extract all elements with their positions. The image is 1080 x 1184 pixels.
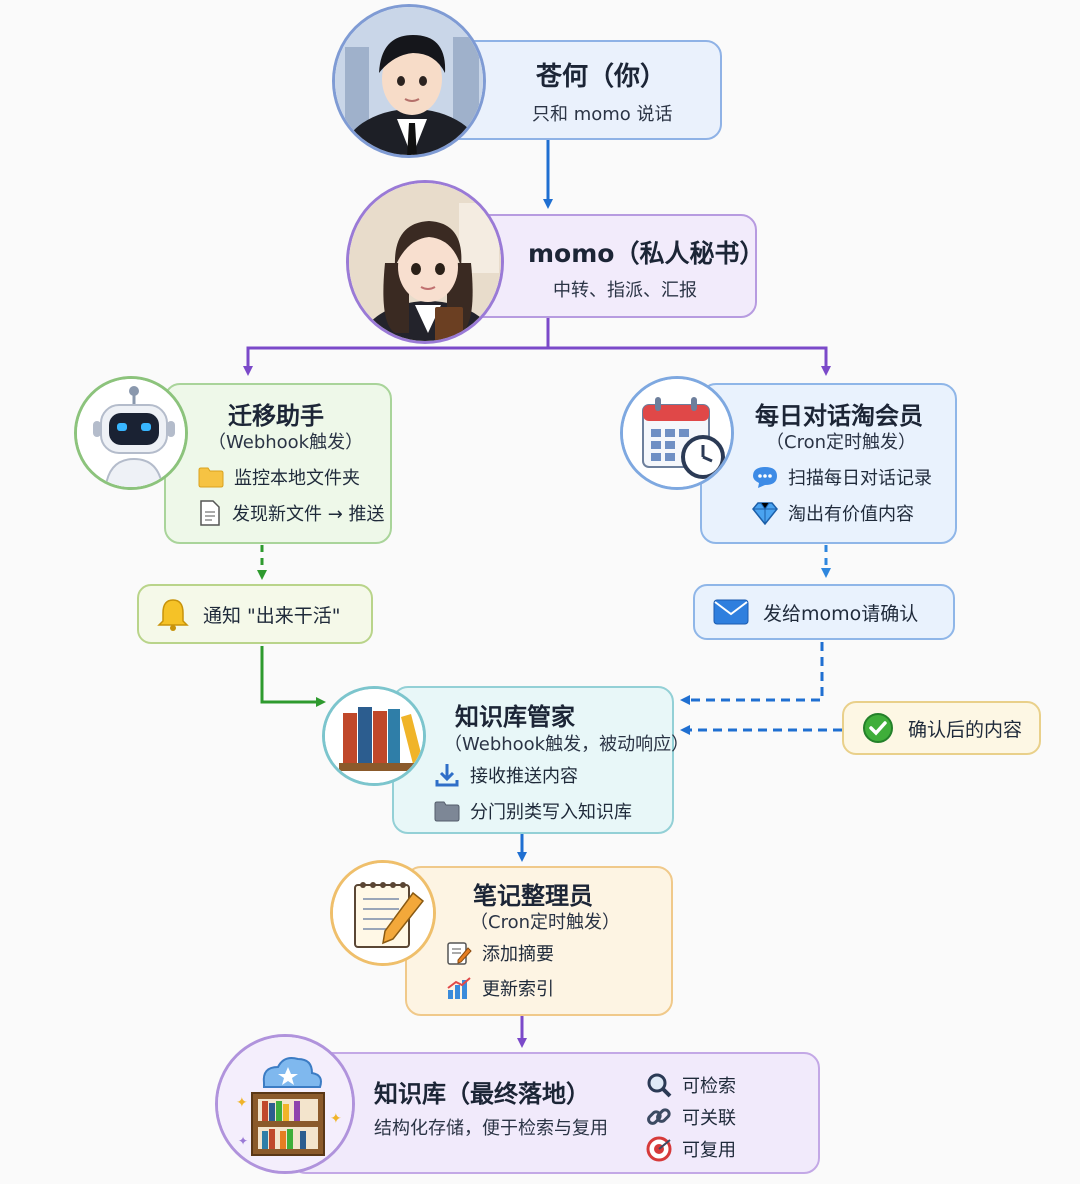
kb-manager-subtitle: （Webhook触发，被动响应） [444, 734, 690, 755]
migration-item-label: 监控本地文件夹 [234, 468, 360, 489]
kb-manager-item-label: 接收推送内容 [470, 766, 578, 787]
daily-item-scan: 扫描每日对话记录 [752, 464, 932, 490]
target-icon [646, 1136, 672, 1162]
kb-feature-label: 可关联 [682, 1108, 736, 1129]
momo-avatar [346, 180, 504, 344]
daily-avatar [620, 376, 734, 490]
notify-pill: 通知 "出来干活" [137, 584, 373, 644]
diamond-icon [752, 502, 778, 525]
send-momo-pill: 发给momo请确认 [693, 584, 955, 640]
folder-icon [434, 801, 460, 822]
kb-feature-reuse: 可复用 [646, 1136, 736, 1162]
user-title: 苍何（你） [536, 62, 667, 92]
chat-bubble-icon [753, 467, 777, 488]
arrow-notify-to-kbmanager [260, 646, 326, 707]
daily-node [700, 383, 957, 544]
migration-item-file: 发现新文件 → 推送 [198, 500, 385, 526]
svg-text:✦: ✦ [330, 1111, 342, 1127]
confirmed-label: 确认后的内容 [908, 718, 1023, 741]
migration-item-folder: 监控本地文件夹 [198, 464, 360, 490]
daily-subtitle: （Cron定时触发） [766, 432, 916, 453]
svg-text:✦: ✦ [238, 1134, 248, 1148]
calendar-clock-icon [623, 379, 731, 487]
migration-subtitle: （Webhook触发） [208, 432, 364, 453]
kb-title: 知识库（最终落地） [374, 1080, 590, 1108]
notes-item-label: 添加摘要 [482, 944, 554, 965]
migration-item-label: 发现新文件 → 推送 [232, 504, 385, 525]
bell-icon [157, 599, 189, 631]
momo-node [455, 214, 757, 318]
notes-item-summary: 添加摘要 [446, 940, 554, 966]
notify-label: 通知 "出来干活" [203, 604, 341, 627]
kb-node [290, 1052, 820, 1174]
notes-title: 笔记整理员 [473, 882, 593, 910]
notes-item-label: 更新索引 [482, 979, 554, 1000]
notes-avatar [330, 860, 436, 966]
envelope-icon [713, 599, 749, 625]
daily-item-gem: 淘出有价值内容 [752, 500, 914, 526]
kb-manager-avatar [322, 686, 426, 786]
confirmed-pill: 确认后的内容 [842, 701, 1041, 755]
kb-subtitle: 结构化存储，便于检索与复用 [374, 1118, 608, 1139]
daily-title: 每日对话淘会员 [755, 402, 923, 430]
daily-item-label: 扫描每日对话记录 [788, 468, 932, 489]
secretary-avatar-icon [349, 183, 501, 341]
notepad-pencil-icon [333, 863, 433, 963]
document-icon [200, 500, 220, 526]
kb-manager-item-receive: 接收推送内容 [434, 762, 578, 788]
svg-text:✦: ✦ [236, 1095, 248, 1111]
edit-note-icon [447, 942, 472, 965]
cloud-bookshelf-icon: ✦ ✦ ✦ [218, 1037, 352, 1171]
businessman-avatar-icon [335, 7, 483, 155]
notes-item-index: 更新索引 [446, 975, 554, 1001]
send-momo-label: 发给momo请确认 [763, 602, 919, 625]
migration-avatar [74, 376, 188, 490]
kb-feature-search: 可检索 [646, 1072, 736, 1098]
bar-chart-icon [447, 977, 471, 999]
momo-title: momo（私人秘书） [528, 239, 765, 268]
robot-icon [77, 379, 185, 487]
kb-manager-item-label: 分门别类写入知识库 [470, 802, 632, 823]
arrow-momo-to-daily [548, 346, 831, 376]
kb-avatar: ✦ ✦ ✦ [215, 1034, 355, 1174]
kb-feature-label: 可复用 [682, 1140, 736, 1161]
download-icon [435, 764, 459, 787]
user-avatar [332, 4, 486, 158]
daily-item-label: 淘出有价值内容 [788, 504, 914, 525]
magnifier-icon [647, 1073, 672, 1098]
user-subtitle: 只和 momo 说话 [532, 104, 673, 125]
kb-manager-title: 知识库管家 [455, 703, 575, 731]
check-circle-icon [863, 713, 893, 743]
migration-title: 迁移助手 [228, 402, 324, 430]
books-icon [325, 689, 423, 783]
link-chain-icon [647, 1108, 671, 1125]
kb-feature-label: 可检索 [682, 1076, 736, 1097]
kb-manager-item-classify: 分门别类写入知识库 [434, 798, 632, 824]
kb-feature-link: 可关联 [646, 1104, 736, 1130]
folder-icon [198, 467, 224, 488]
momo-subtitle: 中转、指派、汇报 [553, 280, 697, 301]
arrow-sendmomo-to-kbmanager [680, 642, 824, 705]
notes-subtitle: （Cron定时触发） [470, 912, 620, 933]
